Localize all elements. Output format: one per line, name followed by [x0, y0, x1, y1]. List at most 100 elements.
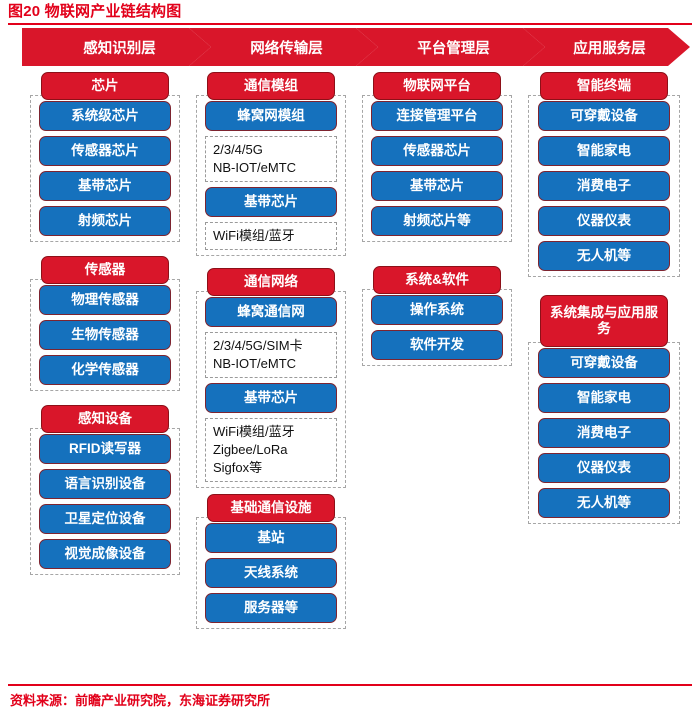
textbox-line: NB-IOT/eMTC	[213, 159, 297, 175]
item-label: 无人机等	[577, 495, 631, 511]
item-pill[interactable]: 基带芯片	[371, 171, 503, 201]
item-pill[interactable]: 操作系统	[371, 295, 503, 325]
item-label: 传感器芯片	[403, 143, 471, 159]
item-pill[interactable]: 基带芯片	[205, 382, 337, 413]
item-label: 传感器芯片	[71, 143, 139, 159]
item-pill[interactable]: 蜂窝网模组	[205, 101, 337, 131]
item-label: 射频芯片	[78, 213, 132, 229]
item-pill[interactable]: 服务器等	[205, 592, 337, 623]
item-label: 无人机等	[577, 248, 631, 264]
layer-banner: 感知识别层 网络传输层 平台管理层 应用服务层	[22, 28, 690, 66]
item-pill[interactable]: 射频芯片	[39, 206, 171, 236]
banner-layer-3[interactable]: 平台管理层	[356, 28, 545, 66]
item-pill[interactable]: 智能家电	[538, 136, 670, 166]
group-header-platform-1[interactable]: 物联网平台	[373, 72, 501, 100]
spacer	[30, 242, 180, 256]
item-label: 服务器等	[244, 599, 298, 615]
item-pill[interactable]: 可穿戴设备	[538, 101, 670, 131]
column-network: 通信模组蜂窝网模组 2/3/4/5G NB-IOT/eMTC 基带芯片 WiFi模组/蓝…	[196, 72, 346, 629]
column-application: 智能终端可穿戴设备智能家电消费电子仪器仪表无人机等系统集成与应用服务可穿戴设备智…	[528, 72, 680, 524]
item-pill[interactable]: 天线系统	[205, 557, 337, 588]
item-pill[interactable]: 智能家电	[538, 383, 670, 413]
textbox-line: 2/3/4/5G/SIM卡	[213, 337, 303, 353]
item-label: 连接管理平台	[396, 108, 478, 124]
spacer	[362, 242, 512, 266]
item-label: 可穿戴设备	[570, 355, 638, 371]
item-label: 消费电子	[577, 425, 631, 441]
textbox-line: 2/3/4/5G	[213, 142, 263, 157]
item-pill[interactable]: 可穿戴设备	[538, 348, 670, 378]
group-header-label: 通信网络	[244, 274, 298, 290]
item-pill[interactable]: 射频芯片等	[371, 206, 503, 236]
item-pill[interactable]: 消费电子	[538, 171, 670, 201]
item-pill[interactable]: 连接管理平台	[371, 101, 503, 131]
item-pill[interactable]: 物理传感器	[39, 285, 171, 315]
item-label: RFID读写器	[69, 441, 141, 457]
banner-layer-label: 应用服务层	[573, 40, 646, 57]
group-header-label: 芯片	[91, 78, 119, 94]
item-pill[interactable]: 基站	[205, 522, 337, 553]
textbox-line: Zigbee/LoRa	[213, 441, 288, 457]
item-label: 物理传感器	[71, 292, 139, 308]
item-pill[interactable]: 语言识别设备	[39, 469, 171, 499]
group-header-label: 基础通信设施	[230, 499, 312, 515]
group-header-perception-1[interactable]: 芯片	[41, 72, 169, 100]
item-pill[interactable]: 基带芯片	[205, 186, 337, 217]
spacer	[196, 256, 346, 268]
item-pill[interactable]: 传感器芯片	[371, 136, 503, 166]
group-header-label: 传感器	[84, 262, 126, 278]
item-label: 仪器仪表	[577, 460, 631, 476]
item-label: 系统级芯片	[71, 108, 139, 124]
group-header-label: 感知设备	[78, 411, 132, 427]
item-label: 仪器仪表	[577, 213, 631, 229]
item-pill[interactable]: 仪器仪表	[538, 206, 670, 236]
group-header-perception-3[interactable]: 感知设备	[41, 405, 169, 433]
item-label: 智能家电	[577, 143, 631, 159]
group-header-perception-2[interactable]: 传感器	[41, 256, 169, 284]
spacer	[196, 488, 346, 494]
group-header-label: 系统&软件	[405, 272, 469, 288]
item-pill[interactable]: 仪器仪表	[538, 453, 670, 483]
item-pill[interactable]: RFID读写器	[39, 434, 171, 464]
banner-layer-4[interactable]: 应用服务层	[523, 28, 690, 66]
item-pill[interactable]: 卫星定位设备	[39, 504, 171, 534]
item-pill[interactable]: 蜂窝通信网	[205, 296, 337, 327]
column-platform: 物联网平台连接管理平台传感器芯片基带芯片射频芯片等系统&软件操作系统软件开发	[362, 72, 512, 366]
item-pill[interactable]: 传感器芯片	[39, 136, 171, 166]
item-label: 天线系统	[244, 564, 298, 580]
item-pill[interactable]: 消费电子	[538, 418, 670, 448]
group-header-network-3[interactable]: 基础通信设施	[207, 493, 335, 522]
group-header-network-2[interactable]: 通信网络	[207, 267, 335, 296]
group-box-perception-1: 系统级芯片传感器芯片基带芯片射频芯片	[30, 95, 180, 242]
item-pill[interactable]: 无人机等	[538, 241, 670, 271]
textbox-line: WiFi模组/蓝牙	[213, 423, 295, 439]
item-pill[interactable]: 系统级芯片	[39, 101, 171, 131]
group-box-platform-1: 连接管理平台传感器芯片基带芯片射频芯片等	[362, 95, 512, 242]
item-label: 卫星定位设备	[64, 511, 146, 527]
banner-layer-label: 网络传输层	[250, 40, 323, 57]
item-pill[interactable]: 无人机等	[538, 488, 670, 518]
group-box-platform-2: 操作系统软件开发	[362, 289, 512, 366]
item-pill[interactable]: 化学传感器	[39, 355, 171, 385]
item-pill[interactable]: 生物传感器	[39, 320, 171, 350]
column-perception: 芯片系统级芯片传感器芯片基带芯片射频芯片传感器物理传感器生物传感器化学传感器感知…	[30, 72, 180, 575]
group-header-platform-2[interactable]: 系统&软件	[373, 266, 501, 294]
item-label: 智能家电	[577, 390, 631, 406]
item-label: 蜂窝通信网	[237, 304, 305, 320]
item-textbox: WiFi模组/蓝牙	[205, 221, 337, 250]
item-pill[interactable]: 视觉成像设备	[39, 539, 171, 569]
item-pill[interactable]: 基带芯片	[39, 171, 171, 201]
item-label: 射频芯片等	[403, 213, 471, 229]
item-label: 化学传感器	[71, 362, 139, 378]
group-header-label: 通信模组	[244, 78, 298, 94]
group-header-network-1[interactable]: 通信模组	[207, 72, 335, 100]
group-header-application-2[interactable]: 系统集成与应用服务	[540, 295, 668, 347]
banner-layer-2[interactable]: 网络传输层	[189, 28, 378, 66]
item-pill[interactable]: 软件开发	[371, 330, 503, 360]
group-header-application-1[interactable]: 智能终端	[540, 72, 668, 100]
banner-layer-1[interactable]: 感知识别层	[22, 28, 211, 66]
item-label: 基带芯片	[410, 178, 464, 194]
item-textbox: 2/3/4/5G NB-IOT/eMTC	[205, 136, 337, 182]
item-label: 基带芯片	[244, 194, 298, 210]
